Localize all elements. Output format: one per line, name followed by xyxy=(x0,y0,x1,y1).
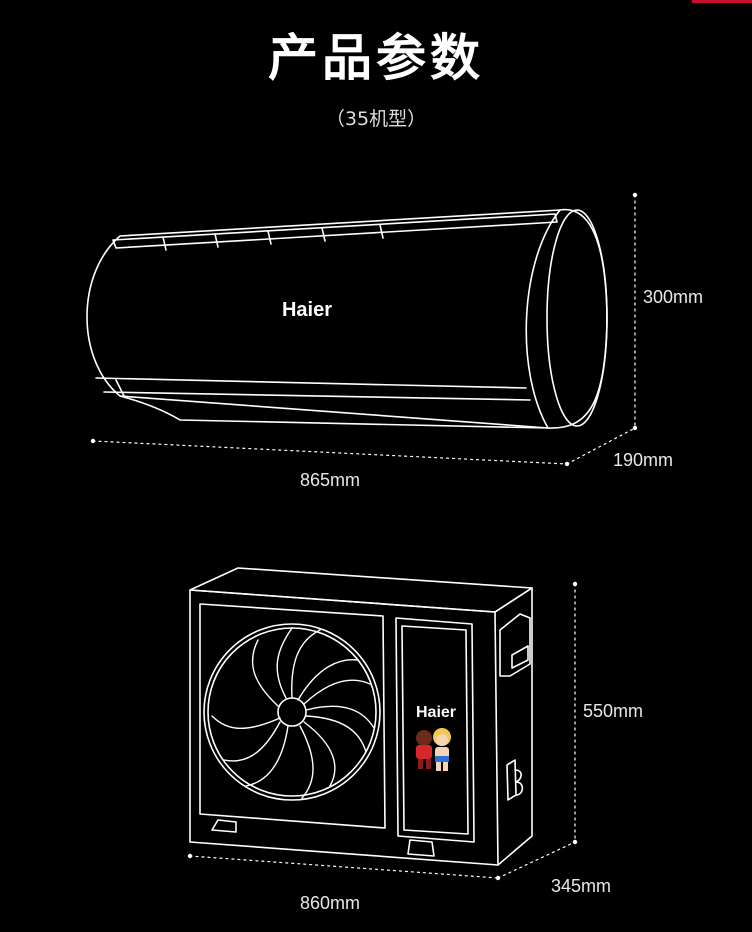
outdoor-brand-logo: Haier xyxy=(416,704,456,721)
haier-brothers-mascot-icon xyxy=(416,728,451,771)
outdoor-unit-drawing xyxy=(189,567,533,866)
page-title: 产品参数 xyxy=(268,29,484,87)
indoor-unit-drawing xyxy=(86,208,608,429)
outdoor-depth-label: 345mm xyxy=(551,876,612,896)
indoor-height-label: 300mm xyxy=(643,287,704,307)
outdoor-width-label: 860mm xyxy=(300,893,361,913)
top-accent-line xyxy=(692,0,752,3)
outdoor-dimension-lines xyxy=(189,583,576,879)
outdoor-height-label: 550mm xyxy=(583,701,644,721)
indoor-depth-label: 190mm xyxy=(613,450,674,470)
fan-blades xyxy=(211,627,375,799)
indoor-brand-logo: Haier xyxy=(282,299,332,321)
indoor-dimension-lines xyxy=(92,194,636,465)
model-subtitle: （35机型） xyxy=(325,108,427,130)
indoor-width-label: 865mm xyxy=(300,470,361,490)
dimension-endpoints xyxy=(90,192,638,881)
